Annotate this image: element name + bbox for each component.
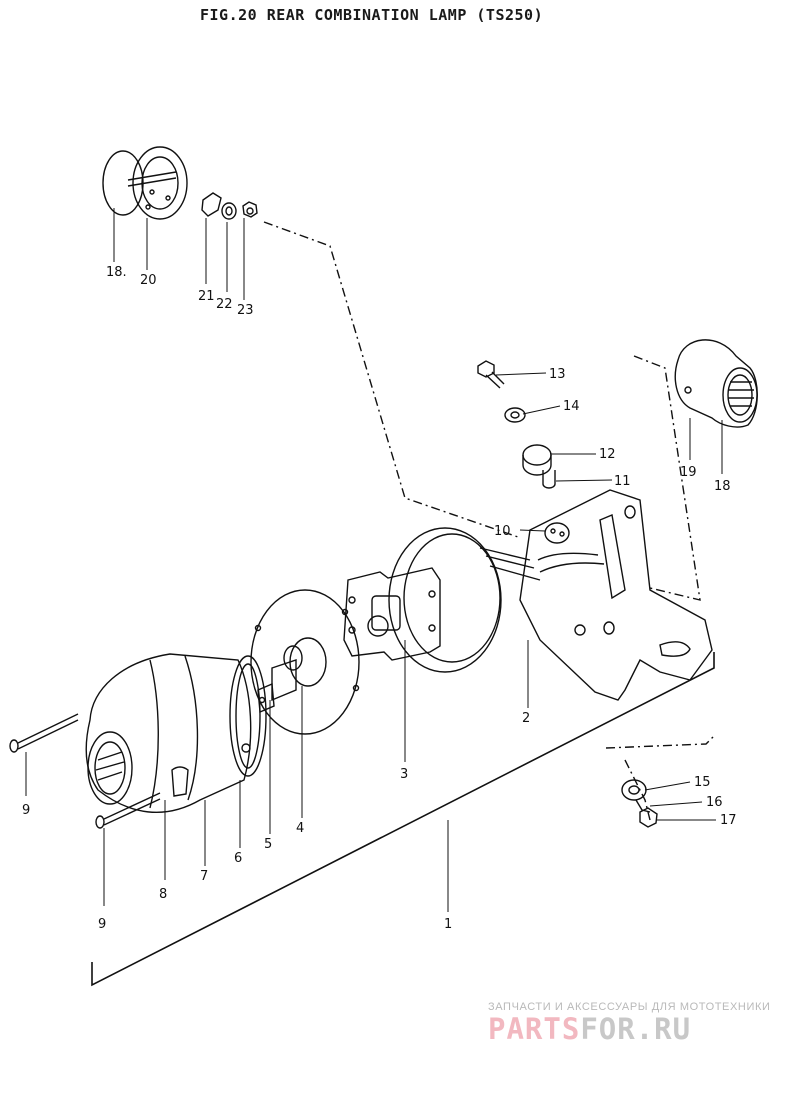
gasket-4 [250,589,360,735]
watermark-logo-part2: FOR.RU [580,1012,692,1046]
bulb-5 [257,645,303,714]
callout-9-upper: 9 [22,803,30,818]
reflector-assembly-right [674,339,758,428]
callout-2: 2 [522,711,530,726]
lamp-lens-7 [85,653,252,813]
callout-3: 3 [400,767,408,782]
callout-19: 19 [680,465,697,480]
gasket-6 [229,655,267,777]
callout-21: 21 [198,289,215,304]
mounting-bracket [479,489,713,701]
callout-10: 10 [494,524,511,539]
watermark-logo: PARTSFOR.RU [488,1012,691,1046]
callout-4: 4 [296,821,304,836]
callout-22: 22 [216,297,233,312]
reflector-assembly-left [102,146,188,220]
callout-11: 11 [614,474,631,489]
watermark-logo-part1: PARTS [488,1012,581,1046]
screw-9-upper [9,713,79,753]
screw-9-lower [95,792,161,829]
callout-5: 5 [264,837,272,852]
callout-18-right: 18 [714,479,731,494]
callout-8: 8 [159,887,167,902]
grommet-10 [544,522,570,544]
small-hardware-top [201,192,258,220]
small-hardware-bottom [621,779,658,828]
callout-12: 12 [599,447,616,462]
callout-23: 23 [237,303,254,318]
callout-labels: 18. 20 21 22 23 13 14 12 11 10 19 18 2 3… [22,265,737,932]
callout-7: 7 [200,869,208,884]
watermark-tagline: ЗАПЧАСТИ И АКСЕССУАРЫ ДЛЯ МОТОТЕХНИКИ [488,1001,771,1013]
callout-15: 15 [694,775,711,790]
callout-16: 16 [706,795,723,810]
figure-title: FIG.20 REAR COMBINATION LAMP (TS250) [200,6,544,24]
callout-13: 13 [549,367,566,382]
collar-11-12 [522,444,556,489]
callout-20: 20 [140,273,157,288]
lamp-base-plate [343,527,502,673]
callout-9-lower: 9 [98,917,106,932]
callout-6: 6 [234,851,242,866]
callout-17: 17 [720,813,737,828]
callout-14: 14 [563,399,580,414]
callout-1: 1 [444,917,452,932]
bolt-13 [477,360,526,423]
callout-18-left: 18. [106,265,127,280]
